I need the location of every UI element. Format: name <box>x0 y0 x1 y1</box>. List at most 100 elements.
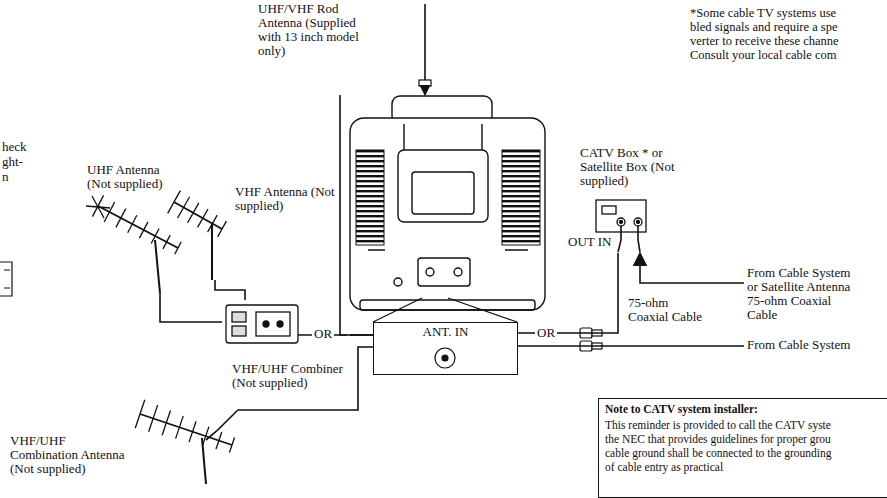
combiner-box-part <box>263 321 269 327</box>
catv-box-part <box>620 221 623 224</box>
tv-back-cover-part <box>368 249 528 250</box>
or-label: OR <box>535 326 557 340</box>
vhf-antenna-part <box>178 197 190 218</box>
combination-antenna-part <box>189 421 196 442</box>
cropped-text: n <box>2 170 9 184</box>
rod-antenna-part <box>419 80 431 86</box>
rod-antenna-part <box>424 4 426 80</box>
uhf-antenna-part <box>139 222 147 238</box>
combination-antenna-part <box>176 416 184 439</box>
uhf-antenna-part <box>86 196 110 218</box>
combination-antenna-part <box>140 414 232 445</box>
coaxial-lead <box>215 280 245 300</box>
node-label: UHF/VHF Rod Antenna (Supplied with 13 in… <box>258 2 366 58</box>
cropped-text: heck <box>2 140 27 154</box>
footnote-text: verter to receive these channe <box>690 34 839 48</box>
combination-antenna-part <box>229 437 234 452</box>
vhf-antenna-part <box>174 202 222 229</box>
combination-antenna-part <box>149 405 158 432</box>
uhf-antenna <box>86 195 181 293</box>
node-label: From Cable System <box>747 338 850 352</box>
ant-in-box: ANT. IN <box>373 322 518 375</box>
catv-box-part <box>637 221 640 224</box>
vhf-antenna: VHF Antenna (Not supplied) <box>165 185 339 280</box>
node-sublabel: OUT IN <box>568 235 611 249</box>
node-label: VHF/UHF Combination Antenna (Not supplie… <box>10 434 132 476</box>
node-sublabel: the NEC that provides guidelines for pro… <box>605 432 831 446</box>
tv-back-cover-part <box>360 300 535 310</box>
tv-back-cover-part <box>398 150 488 222</box>
node-label: ANT. IN <box>423 325 469 339</box>
node-label: CATV Box * or Satellite Box (Not supplie… <box>580 146 686 188</box>
combiner-box <box>226 305 347 343</box>
node-label: VHF/UHF Combiner (Not supplied) <box>232 362 346 390</box>
combiner-box-part <box>232 326 246 336</box>
combiner-box-part <box>256 312 290 336</box>
uhf-antenna-part <box>155 240 160 293</box>
vhf-antenna <box>168 191 227 280</box>
uhf-antenna-part <box>116 209 126 228</box>
combination-antenna <box>135 400 238 484</box>
tv-back-cover <box>350 96 545 310</box>
installer-note: Note to CATV system installer: This remin… <box>598 398 887 498</box>
ant-in-terminal <box>373 298 517 368</box>
tv-back-cover-part <box>426 268 434 276</box>
coaxial-lead <box>518 345 744 347</box>
coaxial-plug <box>580 328 602 351</box>
tv-vent-grille <box>356 150 540 245</box>
combiner-box-part <box>277 321 283 327</box>
ant-in-terminal-part <box>373 298 517 322</box>
combiner-box-part <box>226 305 298 343</box>
cable-label: 75-ohm Coaxial Cable <box>628 296 708 324</box>
catv-box-part <box>618 226 640 252</box>
tv-back-cover-part <box>404 124 482 150</box>
catv-box-part <box>602 206 616 214</box>
tv-back-cover-part <box>412 172 474 214</box>
rod-antenna-part <box>424 86 425 95</box>
footnote-text: Consult your local cable com <box>690 48 837 62</box>
combination-antenna-part <box>216 432 222 449</box>
node-sublabel: cable ground shall be connected to the g… <box>605 446 831 460</box>
catv-box: CATV Box * or Satellite Box (Not supplie… <box>568 146 690 253</box>
or-label: OR <box>312 327 334 341</box>
combination-antenna-part <box>206 410 238 440</box>
rod-antenna <box>419 4 431 95</box>
vhf-antenna-part <box>218 221 227 237</box>
coaxial-lead <box>640 253 744 283</box>
uhf-antenna-part <box>175 242 182 254</box>
catv-box-part <box>634 218 642 226</box>
partial-figure <box>0 262 12 296</box>
combination-antenna-part <box>135 400 145 428</box>
label-layer: *Some cable TV systems usebled signals a… <box>0 0 887 154</box>
rod-antenna-label: UHF/VHF Rod Antenna (Supplied with 13 in… <box>256 2 436 95</box>
vhf-antenna-part <box>211 224 213 280</box>
coaxial-lead <box>518 253 618 333</box>
footnote-text: bled signals and require a spe <box>690 20 838 34</box>
tv-back-cover-part <box>394 278 402 286</box>
uhf-antenna-part <box>128 215 137 232</box>
uhf-antenna-part <box>163 235 170 249</box>
combination-antenna-part <box>162 411 170 436</box>
uhf-antenna-part <box>104 202 114 222</box>
vhf-antenna-part <box>168 191 181 214</box>
tv-vent-grille-part <box>356 150 384 245</box>
cable-source: From Cable System <box>744 338 856 356</box>
combination-antenna-part <box>203 427 209 446</box>
combination-antenna: VHF/UHF Combination Antenna (Not supplie… <box>6 398 238 490</box>
node-label: VHF Antenna (Not supplied) <box>235 185 335 213</box>
tv-back-cover-part <box>350 118 545 310</box>
coaxial-lead <box>340 95 373 335</box>
vhf-antenna-part <box>198 209 208 227</box>
footnote-text: *Some cable TV systems use <box>690 6 836 20</box>
cable-source: From Cable System or Satellite Antenna 7… <box>744 266 859 326</box>
tv-vent-grille-part <box>502 150 540 245</box>
vhf-antenna-part <box>188 203 199 223</box>
uhf-antenna-part <box>151 229 159 244</box>
partial-figure-part <box>0 262 12 296</box>
combiner-box-part <box>232 312 246 322</box>
uhf-antenna: UHF Antenna (Not supplied) <box>85 163 195 293</box>
node-label: Note to CATV system installer: <box>605 402 758 416</box>
node-sublabel: This reminder is provided to call the CA… <box>605 418 831 432</box>
node-label: From Cable System or Satellite Antenna 7… <box>747 266 855 322</box>
node-sublabel: of cable entry as practical <box>605 460 723 474</box>
